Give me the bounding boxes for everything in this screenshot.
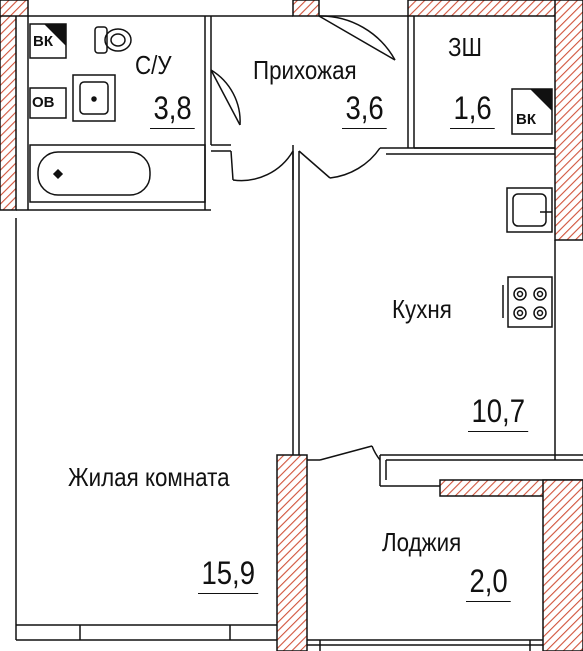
vent-label-closet: ВК (516, 111, 536, 128)
washer-icon (29, 87, 67, 119)
kitchen-name: Кухня (392, 294, 452, 324)
washer-label: ОВ (32, 94, 55, 111)
vent-label-bathroom: ВК (33, 33, 53, 50)
kitchen-sink-icon (506, 187, 553, 233)
wall-right-loggia (542, 479, 583, 651)
toilet-icon (94, 26, 132, 54)
bathtub-icon (29, 144, 206, 203)
wall-living-loggia (276, 454, 308, 651)
wall-top-right (407, 0, 583, 17)
living-name: Жилая комната (68, 462, 230, 492)
wall-top-left (0, 0, 29, 17)
partitions (15, 15, 583, 651)
door-bathroom (210, 69, 241, 126)
doors (210, 15, 396, 461)
stove-icon (502, 276, 553, 328)
closet-area: 1,6 (450, 90, 496, 129)
door-entrance (318, 15, 396, 61)
door-loggia (319, 445, 373, 461)
loggia-name: Лоджия (382, 527, 462, 557)
wall-right-top (554, 0, 583, 241)
loggia-area: 2,0 (466, 563, 512, 602)
hallway-area: 3,6 (342, 90, 388, 129)
wall-left-top (0, 0, 17, 211)
bathroom-name: С/У (135, 50, 172, 80)
door-kitchen (298, 150, 331, 179)
sink-icon (72, 74, 116, 122)
kitchen-area: 10,7 (468, 393, 529, 432)
wall-top-middle (292, 0, 320, 17)
living-area: 15,9 (198, 555, 259, 594)
closet-name: ЗШ (448, 32, 483, 62)
door-living (230, 150, 234, 181)
bathroom-area: 3,8 (150, 90, 196, 129)
hallway-name: Прихожая (253, 55, 357, 85)
